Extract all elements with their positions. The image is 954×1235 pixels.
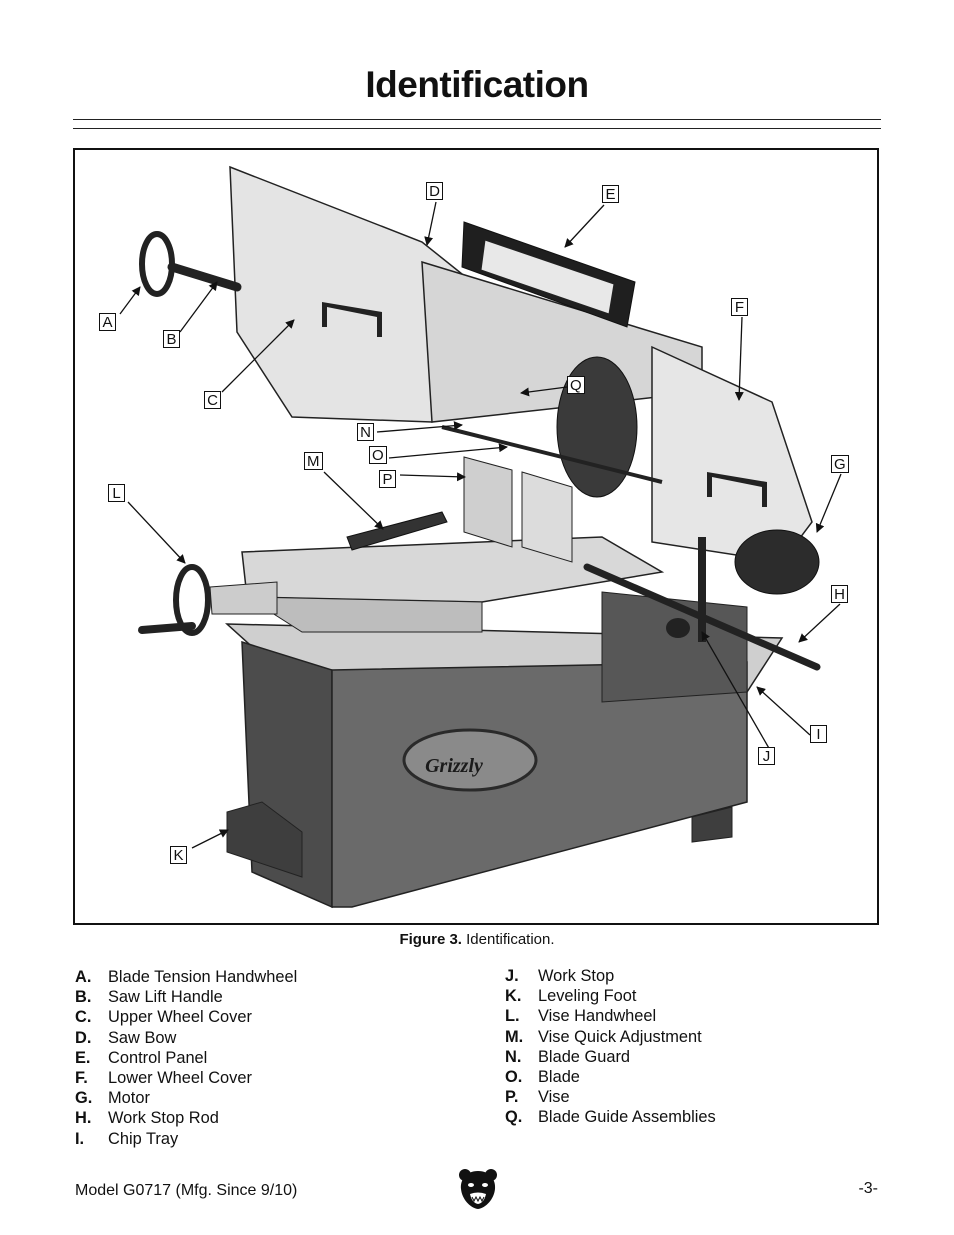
callout-l: L — [108, 484, 125, 502]
legend-letter: K. — [505, 987, 522, 1006]
callout-n: N — [357, 423, 374, 441]
legend-item-d: D. Saw Bow — [75, 1028, 297, 1048]
legend-label: Chip Tray — [108, 1129, 179, 1148]
legend-letter: C. — [75, 1008, 92, 1027]
legend-item-i: I. Chip Tray — [75, 1129, 297, 1149]
legend-item-m: M. Vise Quick Adjustment — [505, 1027, 716, 1047]
legend-label: Saw Lift Handle — [108, 988, 223, 1007]
legend-item-q: Q. Blade Guide Assemblies — [505, 1107, 716, 1127]
legend-label: Control Panel — [108, 1048, 208, 1067]
figure-caption: Figure 3. Identification. — [0, 931, 954, 948]
callout-c: C — [204, 391, 221, 409]
legend-label: Leveling Foot — [538, 987, 637, 1006]
callout-a: A — [99, 313, 116, 331]
legend-label: Vise — [538, 1088, 570, 1107]
legend-letter: P. — [505, 1088, 519, 1107]
legend-left-column: A. Blade Tension Handwheel B. Saw Lift Han… — [75, 967, 297, 1149]
legend-label: Vise Handwheel — [538, 1007, 657, 1026]
legend-item-k: K. Leveling Foot — [505, 986, 716, 1006]
callout-d: D — [426, 182, 443, 200]
legend-item-p: P. Vise — [505, 1087, 716, 1107]
blade-tension-handwheel — [139, 231, 242, 297]
legend-letter: Q. — [505, 1108, 523, 1127]
legend-letter: F. — [75, 1069, 88, 1088]
legend-item-n: N. Blade Guard — [505, 1047, 716, 1067]
legend-letter: J. — [505, 967, 519, 985]
legend-item-o: O. Blade — [505, 1067, 716, 1087]
legend-letter: G. — [75, 1089, 93, 1108]
legend-item-e: E. Control Panel — [75, 1048, 297, 1068]
legend-letter: A. — [75, 968, 92, 986]
legend-letter: D. — [75, 1028, 92, 1047]
callout-e: E — [602, 185, 619, 203]
legend-label: Vise Quick Adjustment — [538, 1027, 702, 1046]
work-stop-rod-assembly — [583, 537, 821, 671]
legend-label: Motor — [108, 1089, 150, 1108]
figure-caption-label: Figure 3. — [399, 931, 462, 948]
legend-letter: L. — [505, 1007, 520, 1026]
page-number: -3- — [858, 1180, 878, 1197]
footer-model: Model G0717 (Mfg. Since 9/10) — [75, 1182, 298, 1199]
legend-label: Saw Bow — [108, 1028, 177, 1047]
legend-item-b: B. Saw Lift Handle — [75, 987, 297, 1007]
legend-letter: H. — [75, 1109, 92, 1128]
callout-k: K — [170, 846, 187, 864]
legend-label: Lower Wheel Cover — [108, 1069, 252, 1088]
legend-letter: O. — [505, 1068, 523, 1087]
legend-label: Blade — [538, 1068, 580, 1087]
figure-3-frame: Grizzly — [73, 148, 879, 925]
callout-i: I — [810, 725, 827, 743]
legend-item-f: F. Lower Wheel Cover — [75, 1068, 297, 1088]
title-rule-top — [73, 119, 881, 120]
legend-label: Work Stop — [538, 967, 615, 985]
leader-lines — [119, 201, 842, 849]
legend-letter: B. — [75, 988, 92, 1007]
callout-p: P — [379, 470, 396, 488]
legend-label: Blade Guard — [538, 1047, 631, 1066]
callout-h: H — [831, 585, 848, 603]
legend-letter: I. — [75, 1129, 85, 1148]
legend-letter: E. — [75, 1048, 91, 1067]
legend-item-h: H. Work Stop Rod — [75, 1108, 297, 1128]
callout-o: O — [369, 446, 387, 464]
figure-caption-text: Identification. — [461, 931, 555, 948]
legend-label: Blade Guide Assemblies — [538, 1108, 716, 1127]
legend-letter: N. — [505, 1047, 522, 1066]
legend-item-l: L. Vise Handwheel — [505, 1006, 716, 1026]
title-rule-bottom — [73, 128, 881, 129]
callout-b: B — [163, 330, 180, 348]
legend-label: Work Stop Rod — [108, 1109, 219, 1128]
legend-right-column: J. Work Stop K. Leveling Foot L. Vise Handw… — [505, 966, 716, 1128]
legend-item-g: G. Motor — [75, 1088, 297, 1108]
legend-item-j: J. Work Stop — [505, 966, 716, 986]
callout-g: G — [831, 455, 849, 473]
grizzly-badge: Grizzly — [402, 728, 538, 792]
callout-m: M — [304, 452, 323, 470]
legend-item-a: A. Blade Tension Handwheel — [75, 967, 297, 987]
legend-letter: M. — [505, 1027, 524, 1046]
legend-label: Upper Wheel Cover — [108, 1008, 252, 1027]
callout-j: J — [758, 747, 775, 765]
grizzly-bear-head-icon — [459, 1169, 497, 1209]
vise-handwheel — [138, 564, 211, 636]
bandsaw-illustration: Grizzly — [119, 165, 842, 909]
page-title: Identification — [365, 64, 589, 105]
badge-text: Grizzly — [425, 755, 483, 777]
legend-label: Blade Tension Handwheel — [108, 968, 298, 986]
callout-q: Q — [567, 376, 585, 394]
callout-f: F — [731, 298, 748, 316]
saw-table-and-vise — [209, 456, 665, 633]
legend-item-c: C. Upper Wheel Cover — [75, 1007, 297, 1027]
